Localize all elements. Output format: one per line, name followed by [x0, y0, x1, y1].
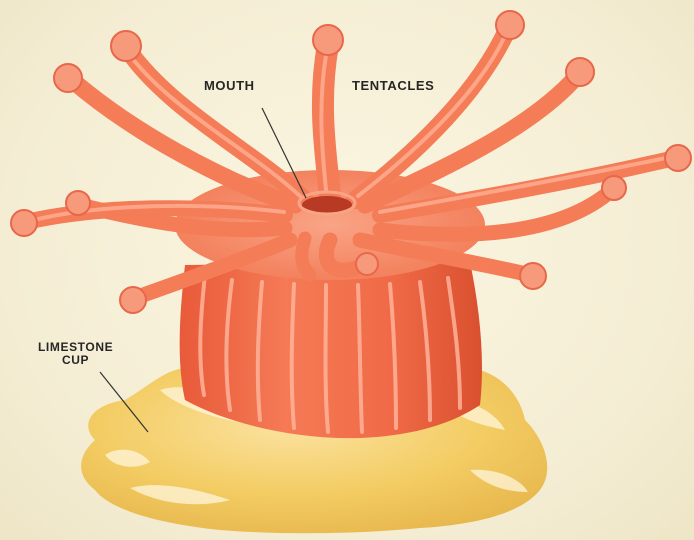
limestone-cup-label-line2: CUP [62, 354, 89, 367]
tentacle-tip [602, 176, 626, 200]
tentacle-tip [496, 11, 524, 39]
mouth-label: MOUTH [204, 79, 255, 93]
tentacle-tip [566, 58, 594, 86]
tentacle-tip [665, 145, 691, 171]
tentacle-tip [111, 31, 141, 61]
limestone-cup-label: LIMESTONE CUP [38, 341, 113, 367]
tentacle-tip [520, 263, 546, 289]
tentacles-label: TENTACLES [352, 79, 434, 93]
tentacle-tip [54, 64, 82, 92]
tentacle-tip [11, 210, 37, 236]
tentacle-tip [313, 25, 343, 55]
tentacle-tip [356, 253, 378, 275]
tentacle-tip [120, 287, 146, 313]
tentacle-tip [66, 191, 90, 215]
